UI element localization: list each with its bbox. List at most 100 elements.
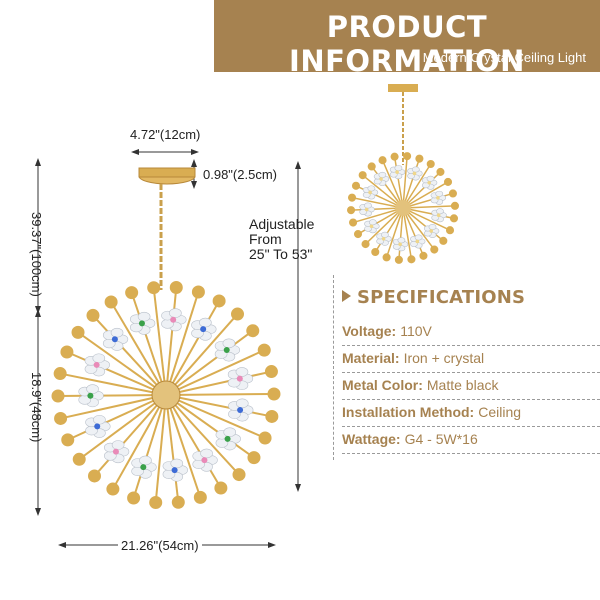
arm-tip bbox=[415, 154, 424, 163]
arm-tip bbox=[169, 280, 183, 294]
chandelier-arm bbox=[110, 301, 167, 396]
spec-divider bbox=[333, 275, 335, 460]
arm-tip bbox=[104, 295, 118, 309]
chandelier-arm bbox=[112, 394, 167, 490]
crystal-flower bbox=[161, 308, 187, 332]
chandelier-arm bbox=[60, 394, 167, 420]
chandelier-arm bbox=[165, 394, 255, 459]
arm-tip bbox=[403, 152, 412, 161]
body-width-label: 21.26"(54cm) bbox=[118, 538, 202, 553]
chandelier-arm bbox=[402, 181, 449, 209]
arm-tip bbox=[347, 193, 357, 202]
arm-tip bbox=[247, 451, 261, 465]
product-info-banner: PRODUCT INFORMATION Modern Crystal Ceili… bbox=[214, 0, 600, 78]
spec-value: Iron + crystal bbox=[403, 350, 485, 366]
arm-tip bbox=[147, 281, 161, 295]
arm-tip bbox=[426, 159, 435, 169]
chandelier-arm bbox=[402, 163, 432, 209]
crystal-flower bbox=[131, 455, 157, 479]
arm-tip bbox=[231, 307, 245, 321]
arm-tip bbox=[445, 226, 455, 235]
arm-tip bbox=[51, 389, 65, 403]
chandelier-arm bbox=[154, 394, 167, 503]
arm-tip bbox=[265, 409, 279, 423]
arm-tip bbox=[436, 167, 445, 176]
chandelier-arm bbox=[371, 166, 404, 209]
chandelier-arm bbox=[165, 392, 275, 396]
arm-tip bbox=[267, 387, 281, 401]
arm-tip bbox=[439, 236, 448, 245]
arm-tip bbox=[361, 240, 370, 249]
chandelier-arm bbox=[165, 329, 254, 396]
spec-label: Wattage: bbox=[342, 431, 401, 447]
crystal-flower bbox=[362, 185, 379, 200]
chandelier-arm bbox=[165, 287, 178, 396]
arm-tip bbox=[87, 469, 101, 483]
arm-tip bbox=[232, 468, 246, 482]
adjustable-line-3: 25" To 53" bbox=[249, 246, 313, 262]
arm-tip bbox=[86, 308, 100, 322]
arm-tip bbox=[430, 245, 439, 254]
chandelier-arm bbox=[351, 196, 404, 209]
chandelier-arm bbox=[78, 394, 167, 461]
chandelier-arm bbox=[165, 394, 240, 476]
arm-tip bbox=[193, 490, 207, 504]
spec-row-wattage: Wattage:G4 - 5W*16 bbox=[342, 426, 600, 454]
crystal-flower bbox=[423, 223, 440, 238]
spec-label: Material: bbox=[342, 350, 400, 366]
chandelier-arm bbox=[165, 291, 200, 396]
chandelier-arm bbox=[398, 207, 404, 260]
crystal-flower bbox=[359, 202, 375, 217]
chandelier-arm bbox=[57, 394, 167, 398]
chandelier-arm bbox=[365, 207, 404, 245]
crystal-flower bbox=[389, 165, 406, 180]
crystal-flower bbox=[78, 384, 104, 408]
chandelier-arm bbox=[352, 207, 404, 224]
chandelier-arm bbox=[402, 207, 444, 242]
arm-tip bbox=[448, 189, 457, 198]
crystal-flower bbox=[373, 171, 390, 186]
arm-tip bbox=[171, 495, 185, 509]
chandelier-arm bbox=[381, 159, 404, 209]
canopy-width-label: 4.72"(12cm) bbox=[130, 127, 201, 142]
chandelier-arm bbox=[402, 207, 413, 260]
crystal-flower bbox=[421, 175, 438, 190]
crystal-flower bbox=[102, 327, 129, 351]
chandelier-arm bbox=[402, 205, 455, 209]
arm-tip bbox=[61, 433, 75, 447]
chandelier-arm bbox=[165, 394, 266, 439]
arm-tip bbox=[60, 345, 74, 359]
chandelier-arm bbox=[374, 207, 404, 253]
chandelier-arm bbox=[130, 292, 167, 396]
arm-tip bbox=[71, 325, 85, 339]
adjustable-note: Adjustable From 25" To 53" bbox=[249, 217, 329, 262]
crystal-flower bbox=[162, 458, 188, 482]
arm-tip bbox=[53, 367, 67, 381]
chandelier-arm bbox=[59, 372, 167, 396]
arm-tip bbox=[54, 411, 68, 425]
arm-tip bbox=[382, 253, 391, 262]
spec-label: Metal Color: bbox=[342, 377, 423, 393]
chandelier-arm bbox=[67, 394, 167, 441]
crystal-flower bbox=[191, 317, 217, 341]
arm-tip bbox=[214, 481, 228, 495]
spec-label: Voltage: bbox=[342, 323, 397, 339]
chandelier-thumbnail bbox=[346, 84, 460, 264]
chandelier-arm bbox=[402, 207, 451, 231]
crystal-flower bbox=[410, 234, 426, 249]
spec-label: Installation Method: bbox=[342, 404, 475, 420]
spec-value: 110V bbox=[400, 323, 432, 339]
crystal-flower bbox=[392, 237, 409, 252]
arm-tip bbox=[394, 255, 403, 264]
chandelier-arm bbox=[77, 331, 167, 396]
chandelier-arm bbox=[152, 287, 167, 396]
chandelier-arm bbox=[351, 207, 404, 211]
arm-tip bbox=[264, 365, 278, 379]
arm-tip bbox=[346, 206, 356, 215]
crystal-flower bbox=[192, 448, 218, 472]
arm-tip bbox=[72, 452, 86, 466]
spec-row-voltage: Voltage:110V bbox=[342, 318, 600, 346]
adjustable-line-1: Adjustable bbox=[249, 216, 315, 232]
spec-value: G4 - 5W*16 bbox=[404, 431, 478, 447]
